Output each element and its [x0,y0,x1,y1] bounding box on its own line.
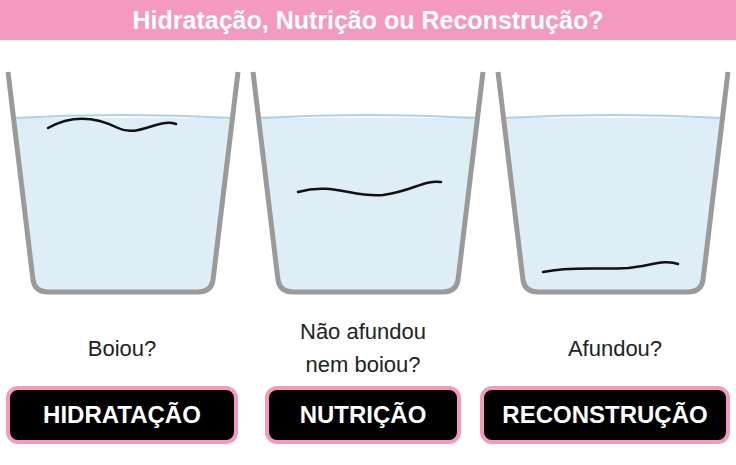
result-label: RECONSTRUÇÃO [502,401,707,429]
result-box: HIDRATAÇÃO [6,386,238,444]
question-text: Boiou? [88,332,157,365]
title-bar: Hidratação, Nutrição ou Reconstrução? [0,0,736,40]
question-label: Não afundou nem boiou? [283,312,443,384]
title: Hidratação, Nutrição ou Reconstrução? [133,6,604,35]
question-text: Não afundou nem boiou? [283,315,443,381]
question-text: Afundou? [568,332,662,365]
result-box: NUTRIÇÃO [265,386,461,444]
result-label: HIDRATAÇÃO [43,401,201,429]
result-label: NUTRIÇÃO [300,401,427,429]
question-label: Afundou? [515,312,715,384]
question-label: Boiou? [22,312,222,384]
cup-floating [8,72,238,292]
cup-middle [253,72,483,292]
cup-sunk [498,72,728,292]
result-box: RECONSTRUÇÃO [480,386,730,444]
